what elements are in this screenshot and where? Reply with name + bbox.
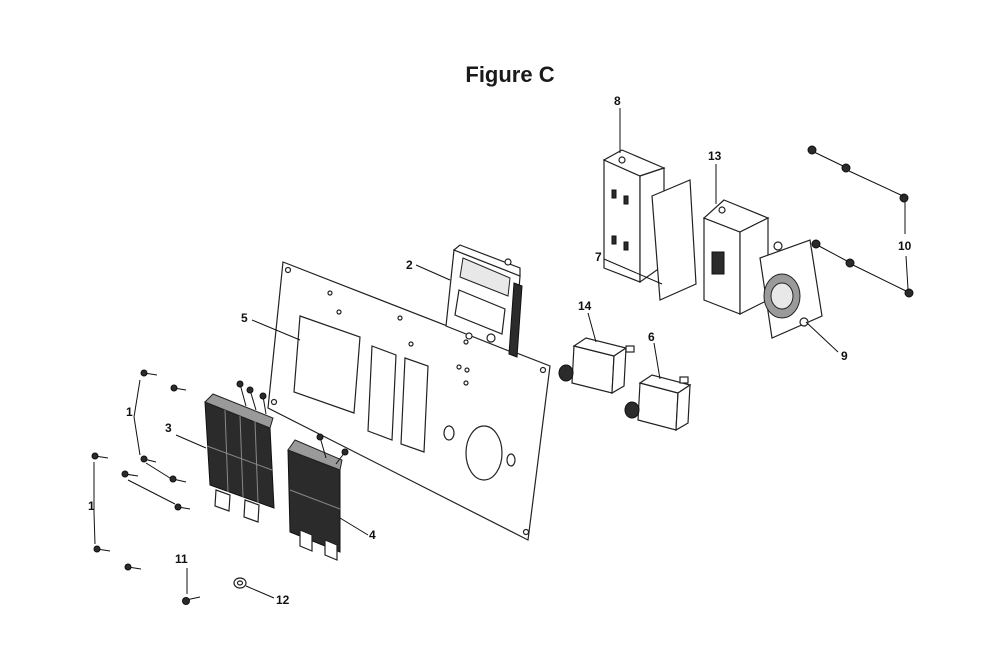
- callout-6: 6: [648, 330, 655, 344]
- callout-14: 14: [578, 299, 592, 313]
- duplex-receptacle-part: [602, 149, 666, 284]
- hour-meter-part: [445, 244, 523, 358]
- callout-3: 3: [165, 421, 172, 435]
- gfci-receptacle-part: [702, 199, 770, 315]
- twist-lock-receptacle-part: [759, 239, 823, 339]
- callout-7: 7: [595, 250, 602, 264]
- callout-4: 4: [369, 528, 376, 542]
- callout-1a: 1: [126, 405, 133, 419]
- circuit-breaker-14-part: [558, 337, 635, 395]
- callout-1b: 1: [88, 499, 95, 513]
- callout-labels: 1 1 2 3 4 5 6 7 8 9 10 11 12 13 14: [88, 94, 912, 607]
- callout-2: 2: [406, 258, 413, 272]
- callout-10: 10: [898, 239, 912, 253]
- receptacle-large-part: [204, 380, 275, 523]
- callout-5: 5: [241, 311, 248, 325]
- leader-lines: [93, 108, 909, 599]
- figure-title: Figure C: [465, 62, 555, 87]
- callout-9: 9: [841, 349, 848, 363]
- circuit-breaker-6-part: [624, 374, 692, 432]
- callout-13: 13: [708, 149, 722, 163]
- screws-group-part: [91, 369, 191, 571]
- cover-plate-part: [651, 179, 697, 301]
- panel-plate-part: [267, 261, 551, 541]
- nuts-group-part: [807, 145, 914, 298]
- receptacle-small-part: [287, 433, 349, 561]
- callout-11: 11: [175, 552, 188, 566]
- nut-12-part: [233, 577, 247, 589]
- screw-11-part: [182, 596, 201, 605]
- callout-12: 12: [276, 593, 290, 607]
- callout-8: 8: [614, 94, 621, 108]
